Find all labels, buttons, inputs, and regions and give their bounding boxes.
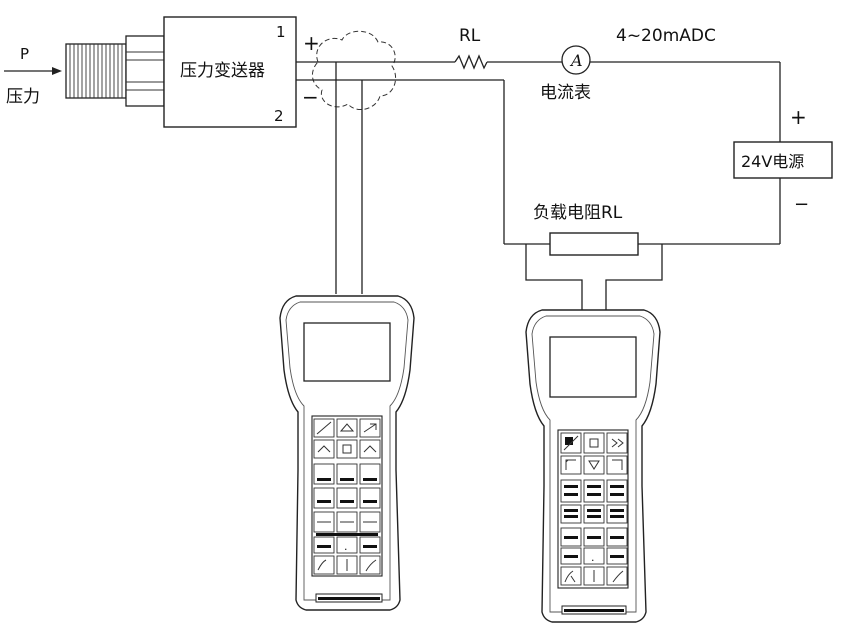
right-keypad-dot: .	[591, 551, 595, 564]
transmitter-plus-sign: +	[303, 31, 320, 55]
current-range-label: 4~20mADC	[616, 26, 716, 46]
load-resistor-label: 负载电阻RL	[533, 203, 623, 223]
ammeter-letter: A	[569, 51, 583, 70]
shield-cloud	[312, 30, 396, 111]
supply-minus-sign: −	[794, 194, 809, 215]
power-supply-box	[733, 141, 833, 179]
left-device-screen	[303, 322, 391, 382]
pressure-text: 压力	[6, 87, 40, 107]
transmitter-label: 压力变送器	[180, 61, 265, 81]
threaded-fitting	[65, 35, 165, 107]
pressure-transmitter-box	[163, 16, 297, 128]
left-keypad-dot: .	[344, 540, 348, 553]
resistor-rl-label: RL	[459, 26, 481, 46]
right-device-screen	[549, 336, 637, 398]
terminal-1-label: 1	[276, 23, 286, 41]
power-supply-label: 24V电源	[741, 152, 804, 171]
left-hart-communicator: .	[279, 295, 415, 611]
resistor-rl-zigzag	[454, 54, 488, 70]
right-lead-a	[525, 244, 583, 310]
transmitter-minus-sign: −	[302, 85, 319, 109]
right-lead-b	[605, 244, 663, 310]
pressure-arrow-head	[52, 67, 62, 75]
ammeter-symbol	[561, 45, 591, 75]
supply-plus-sign: +	[790, 105, 807, 129]
right-hart-communicator: .	[525, 309, 661, 623]
load-resistor	[549, 232, 639, 256]
ammeter-label: 电流表	[540, 83, 591, 103]
terminal-2-label: 2	[274, 107, 284, 125]
pressure-symbol: P	[20, 45, 29, 63]
